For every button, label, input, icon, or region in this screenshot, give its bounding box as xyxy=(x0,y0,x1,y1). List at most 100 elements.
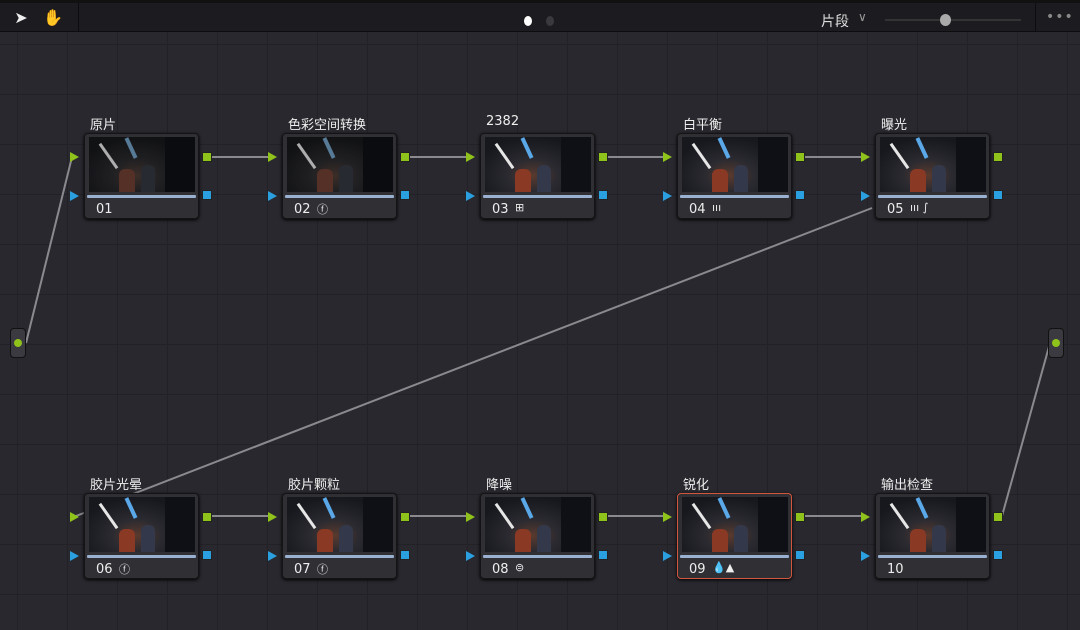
node-editor-toolbar: ➤ ✋ 片段 ∨ ••• xyxy=(0,0,1080,34)
rgb-output-port[interactable] xyxy=(993,512,1003,522)
node-label: 锐化 xyxy=(683,478,710,493)
rgb-output-port[interactable] xyxy=(598,512,608,522)
blur-sharpen-icon: 💧▲ xyxy=(712,561,735,574)
alpha-output-port[interactable] xyxy=(400,190,410,200)
rgb-output-port[interactable] xyxy=(795,512,805,522)
fx-icon: ⓕ xyxy=(119,563,130,576)
alpha-input-port[interactable] xyxy=(663,551,672,561)
alpha-input-port[interactable] xyxy=(861,551,870,561)
rgb-input-port[interactable] xyxy=(861,512,870,522)
clip-mode-dropdown[interactable]: 片段 xyxy=(821,14,849,30)
alpha-output-port[interactable] xyxy=(993,550,1003,560)
rgb-output-port[interactable] xyxy=(993,152,1003,162)
alpha-output-port[interactable] xyxy=(598,190,608,200)
node-thumbnail xyxy=(287,137,393,192)
primaries-icon: ııı xyxy=(712,201,722,214)
node-07[interactable]: 07 ⓕ xyxy=(282,493,397,579)
node-label: 原片 xyxy=(90,118,117,133)
node-label: 胶片颗粒 xyxy=(288,478,341,493)
page-dot[interactable] xyxy=(546,16,554,26)
rgb-output-port[interactable] xyxy=(202,152,212,162)
rgb-input-port[interactable] xyxy=(70,512,79,522)
alpha-input-port[interactable] xyxy=(466,551,475,561)
hand-icon[interactable]: ✋ xyxy=(43,8,63,27)
node-10[interactable]: 10 xyxy=(875,493,990,579)
node-06[interactable]: 06 ⓕ xyxy=(84,493,199,579)
node-key-bar xyxy=(483,555,592,558)
rgb-output-port[interactable] xyxy=(202,512,212,522)
alpha-output-port[interactable] xyxy=(795,190,805,200)
zoom-slider-knob[interactable] xyxy=(940,14,951,26)
node-thumbnail xyxy=(287,497,393,552)
node-number: 03 xyxy=(492,202,509,217)
alpha-output-port[interactable] xyxy=(202,190,212,200)
chevron-down-icon[interactable]: ∨ xyxy=(858,10,867,24)
rgb-input-port[interactable] xyxy=(268,152,277,162)
divider xyxy=(78,3,79,34)
node-04[interactable]: 04 ııı xyxy=(677,133,792,219)
node-thumbnail xyxy=(682,137,788,192)
rgb-output-port[interactable] xyxy=(598,152,608,162)
alpha-input-port[interactable] xyxy=(70,191,79,201)
node-05[interactable]: 05 ııı ∫ xyxy=(875,133,990,219)
connection xyxy=(1001,342,1051,517)
node-thumbnail xyxy=(485,137,591,192)
node-01[interactable]: 01 xyxy=(84,133,199,219)
alpha-input-port[interactable] xyxy=(861,191,870,201)
node-key-bar xyxy=(680,195,789,198)
alpha-input-port[interactable] xyxy=(268,191,277,201)
node-09[interactable]: 09 💧▲ xyxy=(677,493,792,579)
node-key-bar xyxy=(87,195,196,198)
alpha-input-port[interactable] xyxy=(268,551,277,561)
lut-icon: ⊞ xyxy=(515,201,525,214)
connection xyxy=(25,156,73,344)
node-label: 白平衡 xyxy=(683,118,723,133)
node-label: 输出检查 xyxy=(881,478,934,493)
fx-icon: ⓕ xyxy=(317,203,328,216)
node-thumbnail xyxy=(485,497,591,552)
rgb-input-port[interactable] xyxy=(861,152,870,162)
alpha-input-port[interactable] xyxy=(70,551,79,561)
rgb-input-port[interactable] xyxy=(268,512,277,522)
node-key-bar xyxy=(878,555,987,558)
pointer-icon[interactable]: ➤ xyxy=(14,8,28,27)
page-dot-active[interactable] xyxy=(524,16,532,26)
alpha-output-port[interactable] xyxy=(400,550,410,560)
node-number: 02 xyxy=(294,202,311,217)
rgb-output-port[interactable] xyxy=(400,512,410,522)
zoom-slider[interactable] xyxy=(885,14,1021,26)
alpha-output-port[interactable] xyxy=(993,190,1003,200)
fx-icon: ⓕ xyxy=(317,563,328,576)
alpha-input-port[interactable] xyxy=(466,191,475,201)
alpha-output-port[interactable] xyxy=(795,550,805,560)
node-label: 2382 xyxy=(486,114,520,129)
node-number: 10 xyxy=(887,562,904,577)
node-thumbnail xyxy=(880,497,986,552)
alpha-output-port[interactable] xyxy=(202,550,212,560)
rgb-input-port[interactable] xyxy=(466,512,475,522)
rgb-input-port[interactable] xyxy=(663,512,672,522)
node-08[interactable]: 08 ⊜ xyxy=(480,493,595,579)
node-02[interactable]: 02 ⓕ xyxy=(282,133,397,219)
node-number: 04 xyxy=(689,202,706,217)
alpha-output-port[interactable] xyxy=(598,550,608,560)
node-label: 降噪 xyxy=(486,478,513,493)
rgb-output-port[interactable] xyxy=(400,152,410,162)
rgb-input-port[interactable] xyxy=(663,152,672,162)
rgb-input-port[interactable] xyxy=(466,152,475,162)
noise-reduction-icon: ⊜ xyxy=(515,561,525,574)
source-input-terminal[interactable] xyxy=(10,328,26,358)
rgb-input-port[interactable] xyxy=(70,152,79,162)
node-key-bar xyxy=(878,195,987,198)
node-03[interactable]: 03 ⊞ xyxy=(480,133,595,219)
rgb-output-port[interactable] xyxy=(795,152,805,162)
node-thumbnail xyxy=(880,137,986,192)
node-thumbnail xyxy=(89,137,195,192)
node-label: 胶片光晕 xyxy=(90,478,143,493)
more-icon[interactable]: ••• xyxy=(1046,9,1074,25)
node-number: 01 xyxy=(96,202,113,217)
alpha-input-port[interactable] xyxy=(663,191,672,201)
node-thumbnail xyxy=(89,497,195,552)
output-terminal[interactable] xyxy=(1048,328,1064,358)
